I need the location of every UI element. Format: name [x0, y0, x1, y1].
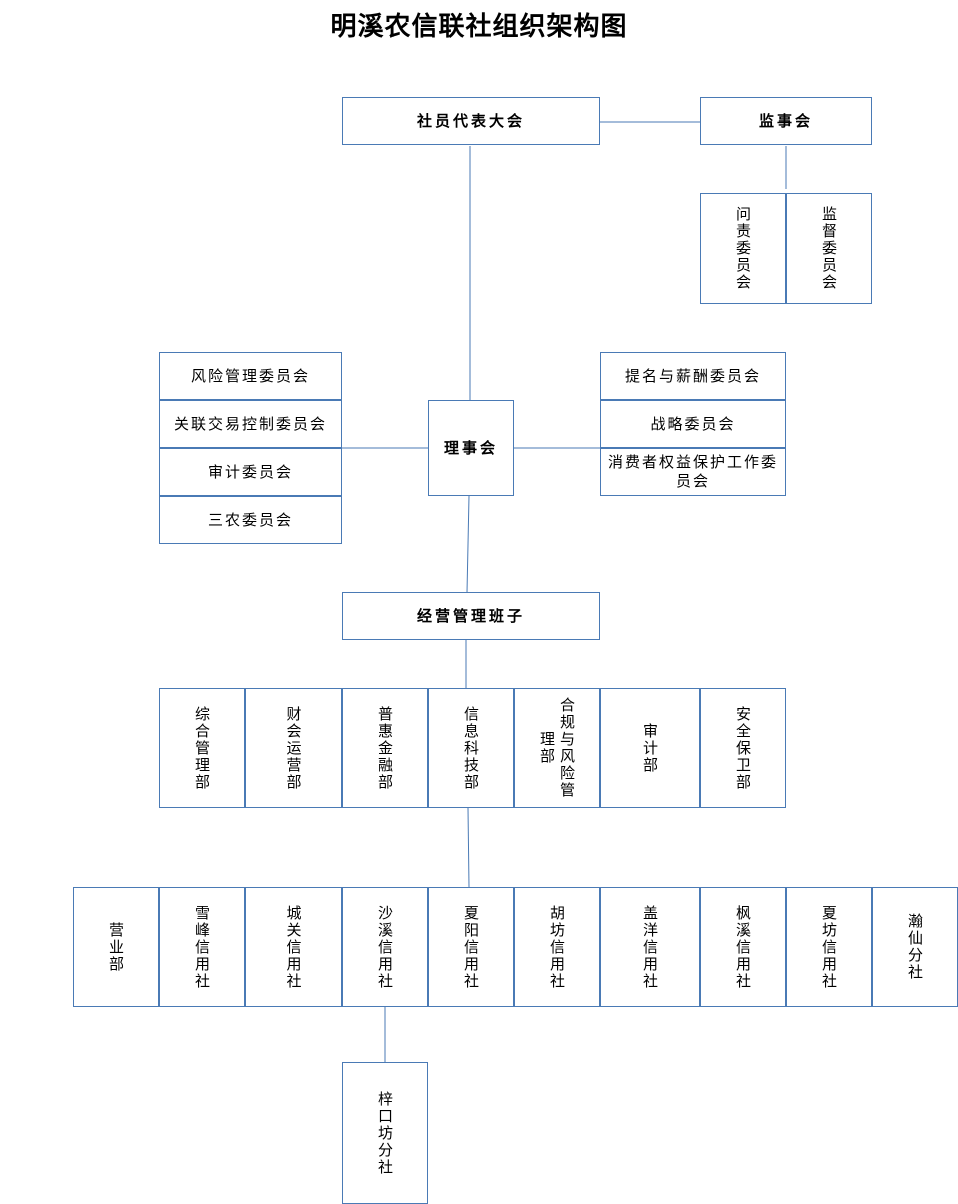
department-box: 审计部: [600, 688, 700, 808]
right-committee-box: 消费者权益保护工作委员会: [600, 448, 786, 496]
right-committee-box: 提名与薪酬委员会: [600, 352, 786, 400]
branch-box: 夏阳信用社: [428, 887, 514, 1007]
branch-box: 雪峰信用社: [159, 887, 245, 1007]
department-box: 普惠金融部: [342, 688, 428, 808]
board-box: 理事会: [428, 400, 514, 496]
supervisory-board-box: 监事会: [700, 97, 872, 145]
chart-title: 明溪农信联社组织架构图: [330, 12, 628, 42]
branch-box: 枫溪信用社: [700, 887, 786, 1007]
left-committee-box: 三农委员会: [159, 496, 342, 544]
department-box: 安全保卫部: [700, 688, 786, 808]
branch-box: 营业部: [73, 887, 159, 1007]
branch-box: 城关信用社: [245, 887, 342, 1007]
right-committee-box: 战略委员会: [600, 400, 786, 448]
department-box: 信息科技部: [428, 688, 514, 808]
department-box: 综合管理部: [159, 688, 245, 808]
accountability-committee-box: 问责委员会: [700, 193, 786, 304]
oversight-committee-box: 监督委员会: [786, 193, 872, 304]
left-committee-box: 风险管理委员会: [159, 352, 342, 400]
management-box: 经营管理班子: [342, 592, 600, 640]
department-box: 财会运营部: [245, 688, 342, 808]
branch-box: 盖洋信用社: [600, 887, 700, 1007]
left-committee-box: 关联交易控制委员会: [159, 400, 342, 448]
sub-branch-box: 梓口坊分社: [342, 1062, 428, 1204]
assembly-box: 社员代表大会: [342, 97, 600, 145]
department-box: 合规与风险管理部: [514, 688, 600, 808]
branch-box: 沙溪信用社: [342, 887, 428, 1007]
branch-box: 胡坊信用社: [514, 887, 600, 1007]
branch-box: 瀚仙分社: [872, 887, 958, 1007]
left-committee-box: 审计委员会: [159, 448, 342, 496]
branch-box: 夏坊信用社: [786, 887, 872, 1007]
